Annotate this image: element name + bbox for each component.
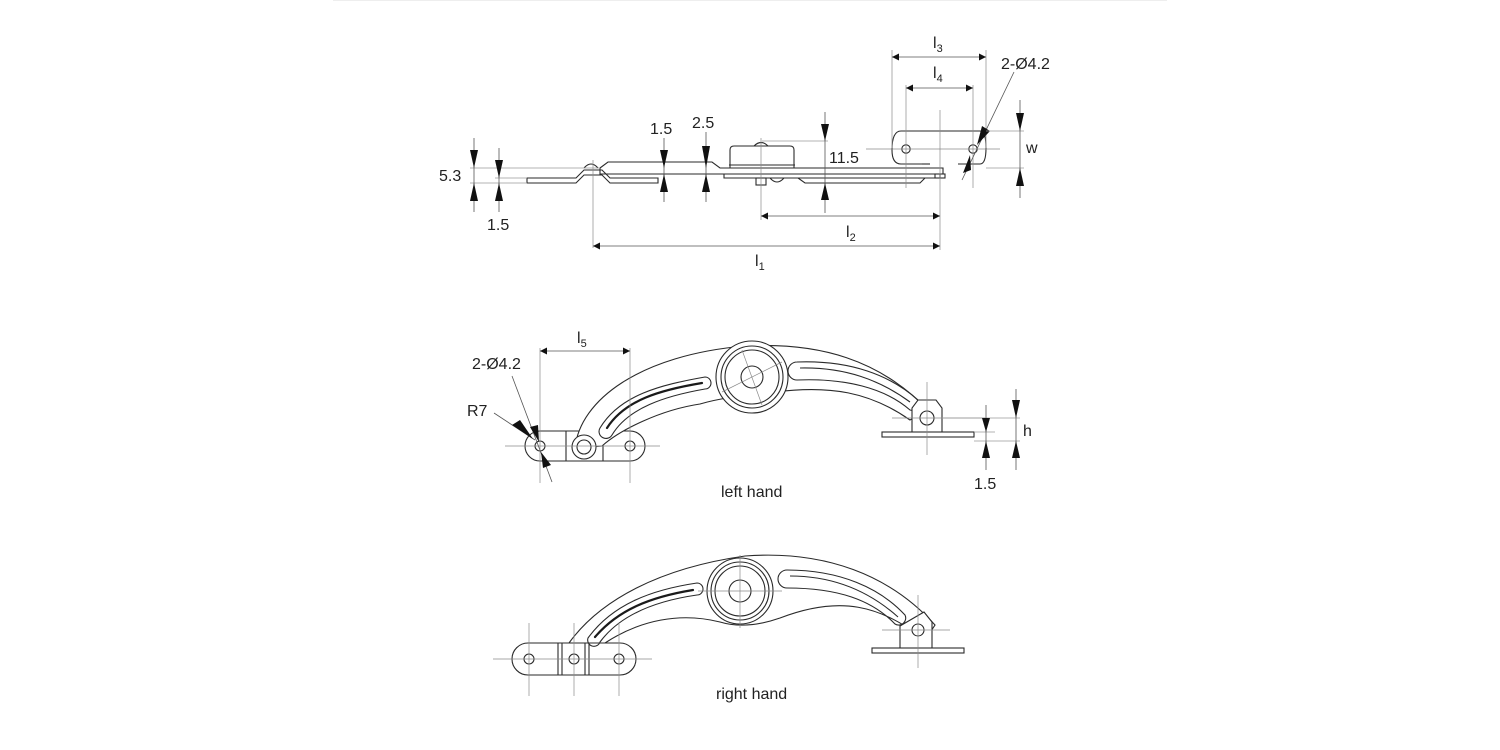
dim-plate-offset: 2.5	[692, 115, 714, 132]
dim-arrow	[1016, 168, 1024, 186]
dim-arrow	[821, 183, 829, 200]
dim-arrow	[977, 126, 990, 145]
dim-arrow	[470, 183, 478, 201]
side-lower-plate	[526, 169, 659, 184]
lh-pivot-centerline	[741, 349, 763, 406]
side-mounting-tab	[891, 130, 987, 165]
dim-pivot-height: 11.5	[829, 150, 859, 167]
dim-w-label: w	[1025, 140, 1038, 157]
caption-right-hand: right hand	[716, 686, 787, 703]
lh-link-pin	[576, 439, 592, 455]
side-pivot-nub	[769, 177, 785, 183]
dim-radius: R7	[467, 403, 488, 420]
lh-pivot-ring	[720, 345, 784, 409]
dim-l1-label: l1	[755, 253, 765, 273]
top-border-line	[333, 0, 1167, 1]
dim-l5-label: l5	[577, 330, 587, 350]
dim-arrow	[512, 420, 533, 439]
dim-arrow	[982, 441, 990, 458]
dim-l3-label: l3	[933, 35, 943, 55]
dim-l4-label: l4	[933, 65, 943, 85]
rh-slot-inner	[789, 575, 899, 618]
rh-slot-groove	[593, 588, 695, 639]
dim-arrow	[495, 183, 503, 201]
dim-thickness-total: 5.3	[439, 168, 461, 185]
dim-arrow	[963, 155, 971, 173]
dim-thickness-plate: 1.5	[487, 217, 509, 234]
rh-slot-left	[587, 582, 704, 647]
hole-leader	[961, 71, 1015, 181]
lh-slot-left	[598, 376, 712, 439]
side-view: 5.3 1.5 1.5 2.5 11.5 l2 l1 l3 l4 2	[439, 35, 1050, 273]
dim-arrow	[1012, 441, 1020, 458]
dim-h-label: h	[1023, 423, 1032, 440]
lh-pivot-center	[740, 365, 764, 389]
dim-arrow	[660, 174, 668, 192]
dim-arrow	[660, 150, 668, 168]
dim-hole-spec-lh: 2-Ø4.2	[472, 356, 521, 373]
dim-arrow	[1016, 113, 1024, 131]
dim-arrow	[470, 150, 478, 168]
dim-plate-step: 1.5	[650, 121, 672, 138]
lh-slot-right	[787, 361, 920, 411]
dim-arrow	[821, 124, 829, 141]
dim-arrow	[702, 174, 710, 192]
right-hand-view: right hand	[493, 554, 965, 703]
rh-slot-right	[777, 569, 907, 626]
dim-arrow	[541, 452, 551, 468]
caption-left-hand: left hand	[721, 484, 782, 501]
lh-slot-inner	[799, 367, 911, 403]
dim-arrow	[530, 425, 539, 442]
dim-base-thickness: 1.5	[974, 476, 996, 493]
dim-arrow	[1012, 400, 1020, 418]
dim-hole-spec-top: 2-Ø4.2	[1001, 56, 1050, 73]
side-pivot-housing	[729, 145, 795, 169]
lh-foot-plate	[881, 431, 975, 438]
lh-pivot-ring	[724, 349, 780, 405]
dim-l2-label: l2	[846, 224, 856, 244]
lh-slot-groove	[605, 381, 704, 430]
side-rivet	[583, 163, 599, 169]
lh-link-joint	[571, 434, 597, 460]
left-hand-view: l5 2-Ø4.2 R7 h 1.5 left hand	[467, 330, 1032, 501]
dim-arrow	[702, 146, 710, 168]
dim-arrow	[982, 418, 990, 432]
dim-arrow	[495, 160, 503, 178]
side-upper-plate	[599, 161, 944, 175]
